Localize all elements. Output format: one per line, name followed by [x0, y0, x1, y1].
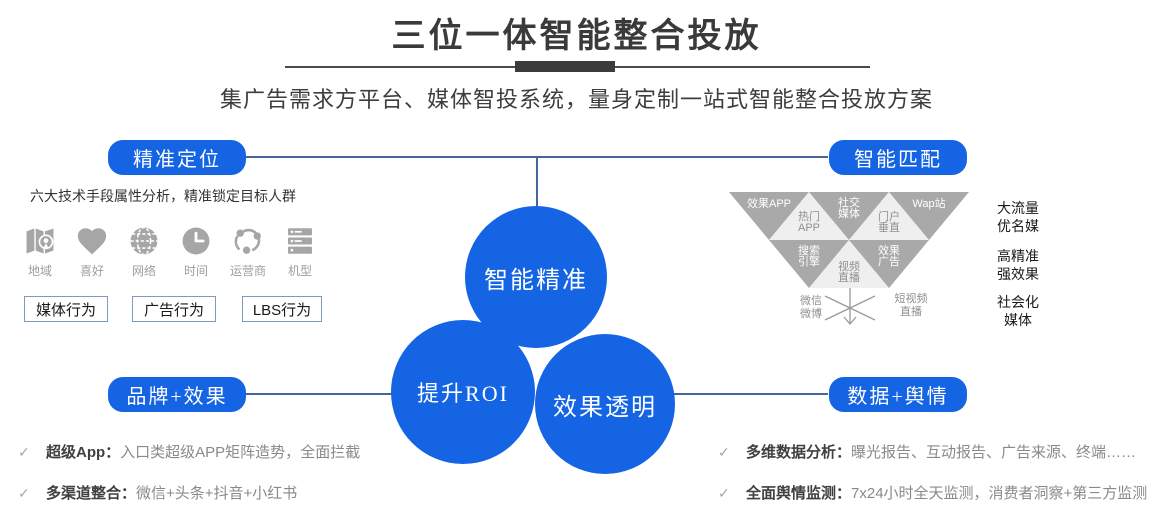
matrix-label: 短视频 直播: [894, 293, 928, 318]
brand-effect-list: ✓ 超级App：入口类超级APP矩阵造势，全面拦截 ✓ 多渠道整合：微信+头条+抖音…: [18, 441, 360, 508]
attribute-row: 地域 喜好 网络: [14, 224, 328, 279]
attribute-label: 网络: [131, 264, 156, 278]
attribute-item-carrier: 运营商: [222, 224, 274, 279]
list-item-text: 入口类超级APP矩阵造势，全面拦截: [120, 444, 361, 461]
matrix-label: 效果APP: [746, 198, 791, 210]
share-network-icon: [231, 224, 265, 258]
connector-top-vertical: [536, 156, 538, 212]
globe-icon: [127, 224, 161, 258]
matrix-label: 搜索 引擎: [798, 245, 820, 268]
clock-icon: [179, 224, 213, 258]
matrix-label: 微信 微博: [800, 295, 822, 320]
cross-arrow-icon: [821, 286, 879, 335]
check-icon: ✓: [718, 444, 730, 460]
list-item: ✓ 超级App：入口类超级APP矩阵造势，全面拦截: [18, 441, 360, 462]
pill-brand-effect: 品牌+效果: [108, 377, 246, 412]
matrix-label: Wap站: [912, 198, 946, 210]
list-item: ✓ 多维数据分析：曝光报告、互动报告、广告来源、终端……: [718, 441, 1147, 462]
list-item-title: 多渠道整合：: [46, 485, 137, 502]
attribute-label: 时间: [183, 264, 208, 278]
data-sentiment-list: ✓ 多维数据分析：曝光报告、互动报告、广告来源、终端…… ✓ 全面舆情监测：7x24…: [718, 441, 1147, 508]
circle-smart-precise: 智能精准: [465, 206, 607, 348]
map-pin-icon: [23, 224, 57, 258]
matrix-label: 效果 广告: [878, 245, 900, 268]
attribute-item-time: 时间: [170, 224, 222, 279]
page-subtitle: 集广告需求方平台、媒体智投系统，量身定制一站式智能整合投放方案: [219, 87, 933, 112]
list-item-title: 多维数据分析：: [746, 444, 852, 461]
connector-bottom-left: [245, 393, 405, 395]
list-item-title: 全面舆情监测：: [746, 485, 852, 502]
pill-smart-matching: 智能匹配: [829, 140, 967, 175]
connector-bottom-right: [662, 393, 828, 395]
list-item-text: 微信+头条+抖音+小红书: [136, 485, 298, 502]
matrix-label: 视频 直播: [838, 261, 860, 284]
attribute-label: 地域: [27, 264, 52, 278]
attribute-item-network: 网络: [118, 224, 170, 279]
matrix-label: 门户 垂直: [878, 211, 900, 234]
heart-icon: [75, 224, 109, 258]
attribute-label: 机型: [287, 264, 312, 278]
list-item-text: 曝光报告、互动报告、广告来源、终端……: [851, 444, 1137, 461]
behavior-box-lbs: LBS行为: [242, 296, 322, 322]
check-icon: ✓: [18, 485, 30, 501]
matrix-side-label: 大流量 优名媒: [997, 200, 1039, 234]
attribute-item-preference: 喜好: [66, 224, 118, 279]
circle-effect-transparent: 效果透明: [535, 334, 675, 474]
matrix-side-label: 社会化 媒体: [997, 294, 1039, 328]
matrix-label: 热门 APP: [797, 211, 820, 234]
attribute-item-region: 地域: [14, 224, 66, 279]
circle-boost-roi: 提升ROI: [391, 320, 535, 464]
behavior-box-ad: 广告行为: [132, 296, 216, 322]
server-icon: [283, 224, 317, 258]
check-icon: ✓: [718, 485, 730, 501]
media-matrix: 效果APP 热门 APP 社交 媒体 门户 垂直 Wap站 搜索 引擎 视频 直…: [729, 190, 971, 342]
page-title: 三位一体智能整合投放: [391, 18, 762, 55]
behavior-box-media: 媒体行为: [24, 296, 108, 322]
list-item: ✓ 全面舆情监测：7x24小时全天监测，消费者洞察+第三方监测: [718, 482, 1147, 503]
list-item-title: 超级App：: [46, 444, 121, 461]
pill-precise-targeting: 精准定位: [108, 140, 246, 175]
list-item-text: 7x24小时全天监测，消费者洞察+第三方监测: [851, 485, 1148, 502]
attribute-label: 运营商: [229, 264, 266, 278]
matrix-label: 社交 媒体: [838, 197, 860, 220]
check-icon: ✓: [18, 444, 30, 460]
targeting-description: 六大技术手段属性分析，精准锁定目标人群: [30, 188, 296, 204]
list-item: ✓ 多渠道整合：微信+头条+抖音+小红书: [18, 482, 360, 503]
attribute-label: 喜好: [79, 264, 104, 278]
pill-data-sentiment: 数据+舆情: [829, 377, 967, 412]
title-divider-accent: [515, 61, 615, 72]
matrix-side-label: 高精准 强效果: [997, 248, 1039, 282]
attribute-item-device: 机型: [274, 224, 326, 279]
